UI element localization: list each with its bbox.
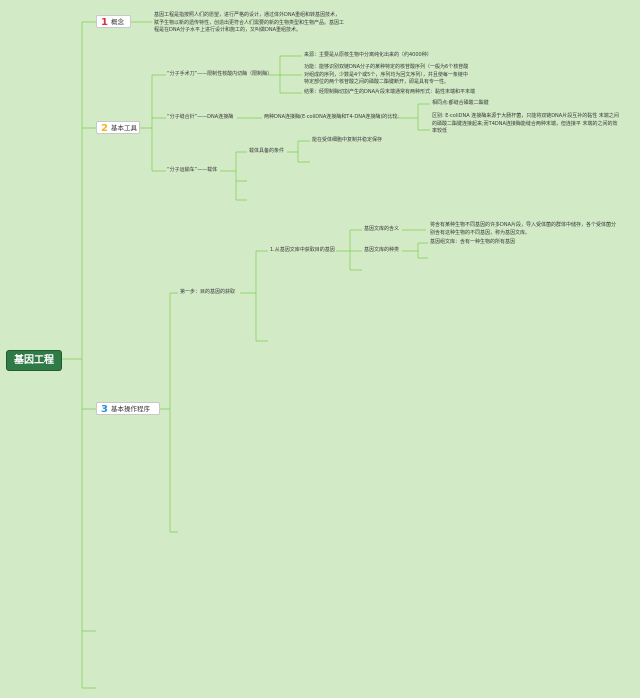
number-badge-3: 3 xyxy=(101,404,108,415)
concept-text: 基因工程是指按照人们的愿望，进行严格的设计，通过体外DNA重组和转基因技术，赋予… xyxy=(154,12,345,33)
knife-function: 功能：能够识别双链DNA分子的某种特定的核苷酸序列（一般为6个核苷酸对组成的序列… xyxy=(304,64,469,85)
sub-step-gene-library[interactable]: 1.从基因文库中获取目的基因 xyxy=(270,247,335,253)
library-type-genomic: 基因组文库：含有一种生物的所有基因 xyxy=(430,239,516,245)
node-label-tools: 基本工具 xyxy=(110,124,137,132)
ligase-difference: 区别: E·coliDNA 连接酶来源于大肠杆菌，只能将双链DNA片段互补的黏性… xyxy=(432,113,619,134)
ligase-comparison[interactable]: 两种DNA连接酶(E·coliDNA连接酶和T4-DNA连接酶)的比较: xyxy=(264,114,399,120)
tool-knife[interactable]: “分子手术刀”——限制性核酸内切酶（限制酶） xyxy=(167,71,273,77)
step-1[interactable]: 第一步：目的基因的获取 xyxy=(180,289,236,295)
number-badge-1: 1 xyxy=(101,17,108,28)
knife-result: 结果：经限制酶切割产生的DNA片段末端通常有两种形式：黏性末端和平末端 xyxy=(304,89,476,95)
ligase-common: 相同点:都缝合磷酸二酯键 xyxy=(432,100,489,106)
tool-vehicle[interactable]: “分子运输车”——载体 xyxy=(167,167,218,173)
tool-needle[interactable]: “分子缝合针”——DNA连接酶 xyxy=(167,114,234,120)
node-label-concept: 概念 xyxy=(110,18,124,26)
number-badge-2: 2 xyxy=(101,123,108,134)
library-types[interactable]: 基因文库的种类 xyxy=(364,247,400,253)
library-meaning-text: 将含有某种生物不同基因的许多DNA片段，导入受体菌的群体中储存，各个受体菌分别含… xyxy=(430,222,617,236)
vehicle-condition-1: 能在受体细胞中复制并稳定保存 xyxy=(312,137,383,143)
knife-source: 来源：主要是从原核生物中分离纯化出来的（约4000种） xyxy=(304,52,432,58)
root-node[interactable]: 基因工程 xyxy=(6,350,62,371)
vehicle-conditions[interactable]: 载体具备的条件 xyxy=(249,148,285,154)
library-meaning[interactable]: 基因文库的含义 xyxy=(364,226,400,232)
node-label-procedure: 基本操作程序 xyxy=(110,405,150,413)
